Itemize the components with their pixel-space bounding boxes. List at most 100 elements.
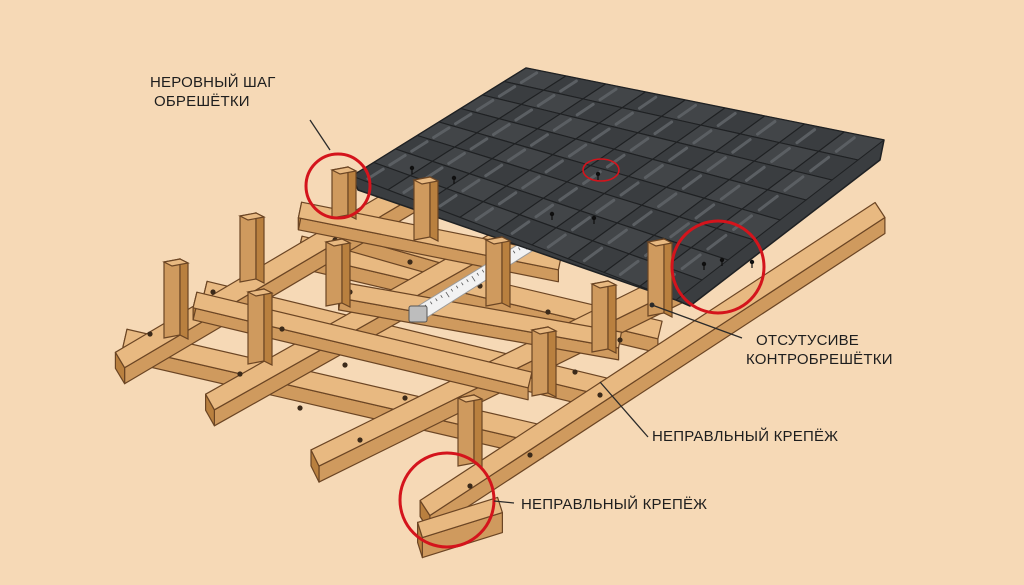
screw-icon xyxy=(407,259,413,265)
post-8-front xyxy=(591,280,609,353)
top-batten-3-top xyxy=(192,291,533,389)
tile-highlight xyxy=(474,207,494,222)
tile-highlight xyxy=(559,79,578,93)
tile-highlight xyxy=(521,175,541,190)
tape-tick xyxy=(461,282,464,286)
post-2-side xyxy=(429,176,439,242)
tile-highlight xyxy=(558,187,578,202)
tile-highlight xyxy=(575,102,595,117)
post-1 xyxy=(330,166,358,220)
tile-highlight xyxy=(716,111,737,128)
post-2 xyxy=(412,176,440,242)
tile-highlight xyxy=(607,228,628,245)
tile-highlight xyxy=(834,136,856,153)
post-4-side xyxy=(341,238,351,308)
label-wrong-fastener-upper: НЕПРАВЛЬНЫЙ КРЕПЁЖ xyxy=(652,427,838,446)
post-7 xyxy=(246,288,274,366)
post-5-side xyxy=(501,236,511,308)
tile-highlight xyxy=(519,71,539,84)
tile-highlight xyxy=(732,214,754,232)
post-2-front xyxy=(413,176,431,241)
tape-tick xyxy=(440,295,443,299)
label-wrong-fastener-lower: НЕПРАВЛЬНЫЙ КРЕПЁЖ xyxy=(521,495,707,514)
leader-dot xyxy=(649,302,655,308)
post-8 xyxy=(590,280,618,354)
tile-highlight xyxy=(614,111,634,126)
tape-tick xyxy=(512,250,516,254)
tape-tick xyxy=(518,247,521,251)
leader-wrong-fastener-upper xyxy=(599,381,649,438)
label-missing-counter-batten: ОТСУТУСИВЕ КОНТРОБРЕШЁТКИ xyxy=(746,331,893,369)
tile-highlight xyxy=(694,203,716,220)
tile-highlight xyxy=(469,137,489,151)
screw-icon xyxy=(545,309,551,315)
tile-highlight xyxy=(795,128,817,145)
tape-tick xyxy=(476,272,479,276)
tile-highlight xyxy=(438,193,458,208)
post-1-top xyxy=(330,166,358,175)
post-1-side xyxy=(347,166,357,220)
tile-highlight xyxy=(680,253,702,271)
tile-highlight xyxy=(424,166,444,180)
screw-icon xyxy=(147,331,153,337)
post-5-top xyxy=(484,236,512,245)
tile-highlight xyxy=(484,163,504,178)
post-10-front xyxy=(531,326,549,397)
circle-tile-screw xyxy=(582,158,620,182)
label-wrong-fastener-upper-text: НЕПРАВЛЬНЫЙ КРЕПЁЖ xyxy=(652,428,839,445)
tile-highlight xyxy=(497,191,518,206)
tile-highlight xyxy=(410,140,429,153)
tile-highlight xyxy=(454,112,473,126)
post-9-top xyxy=(646,238,674,247)
leader-wrong-fastener-lower xyxy=(493,500,515,504)
post-3-front xyxy=(239,212,257,283)
tile-highlight xyxy=(692,129,713,145)
defect-markers xyxy=(304,119,766,549)
tile-highlight xyxy=(653,120,674,136)
tile-highlight xyxy=(552,117,572,132)
top-batten-3 xyxy=(192,291,533,401)
tape-tick xyxy=(430,301,433,305)
post-3-top xyxy=(238,212,266,221)
screw-icon xyxy=(279,326,285,332)
label-missing-line2: КОНТРОБРЕШЁТКИ xyxy=(746,351,893,368)
tape-tick xyxy=(435,298,438,302)
post-10-top xyxy=(530,326,558,335)
tile-highlight xyxy=(668,146,689,162)
tile-highlight xyxy=(643,163,664,180)
circle-wrong-fastener xyxy=(398,451,496,549)
tile-highlight xyxy=(637,95,658,110)
post-10-side xyxy=(547,326,557,398)
post-6 xyxy=(162,258,190,340)
tile-highlight xyxy=(447,151,466,165)
post-9 xyxy=(646,238,674,318)
post-7-front xyxy=(247,288,265,365)
tile-highlight xyxy=(492,122,511,137)
tile-highlight xyxy=(510,220,531,235)
circle-uneven-spacing xyxy=(304,152,372,220)
post-6-top xyxy=(162,258,190,267)
tile-highlight xyxy=(770,146,791,164)
screw-icon xyxy=(402,395,408,401)
post-5-front xyxy=(485,236,503,307)
post-7-top xyxy=(246,288,274,297)
tile-highlight xyxy=(497,85,517,98)
tape-tick xyxy=(466,279,469,283)
tile-highlight xyxy=(475,98,495,112)
post-6-side xyxy=(179,258,189,340)
post-11-side xyxy=(473,394,483,468)
tile-highlight xyxy=(366,167,385,181)
tile-highlight xyxy=(582,246,604,263)
tile-highlight xyxy=(677,103,697,119)
tape-tick xyxy=(455,285,459,289)
post-9-side xyxy=(663,238,673,318)
tile-highlight xyxy=(598,87,618,102)
rafter-4-top xyxy=(419,201,886,517)
front-foot-top xyxy=(417,496,503,539)
tile-highlight xyxy=(534,203,555,219)
tile-highlight xyxy=(618,259,640,276)
tape-tick xyxy=(481,269,485,273)
tile-highlight xyxy=(432,126,451,140)
label-uneven-batten-spacing: НЕРОВНЫЙ ШАГ ОБРЕШЁТКИ xyxy=(150,73,276,111)
